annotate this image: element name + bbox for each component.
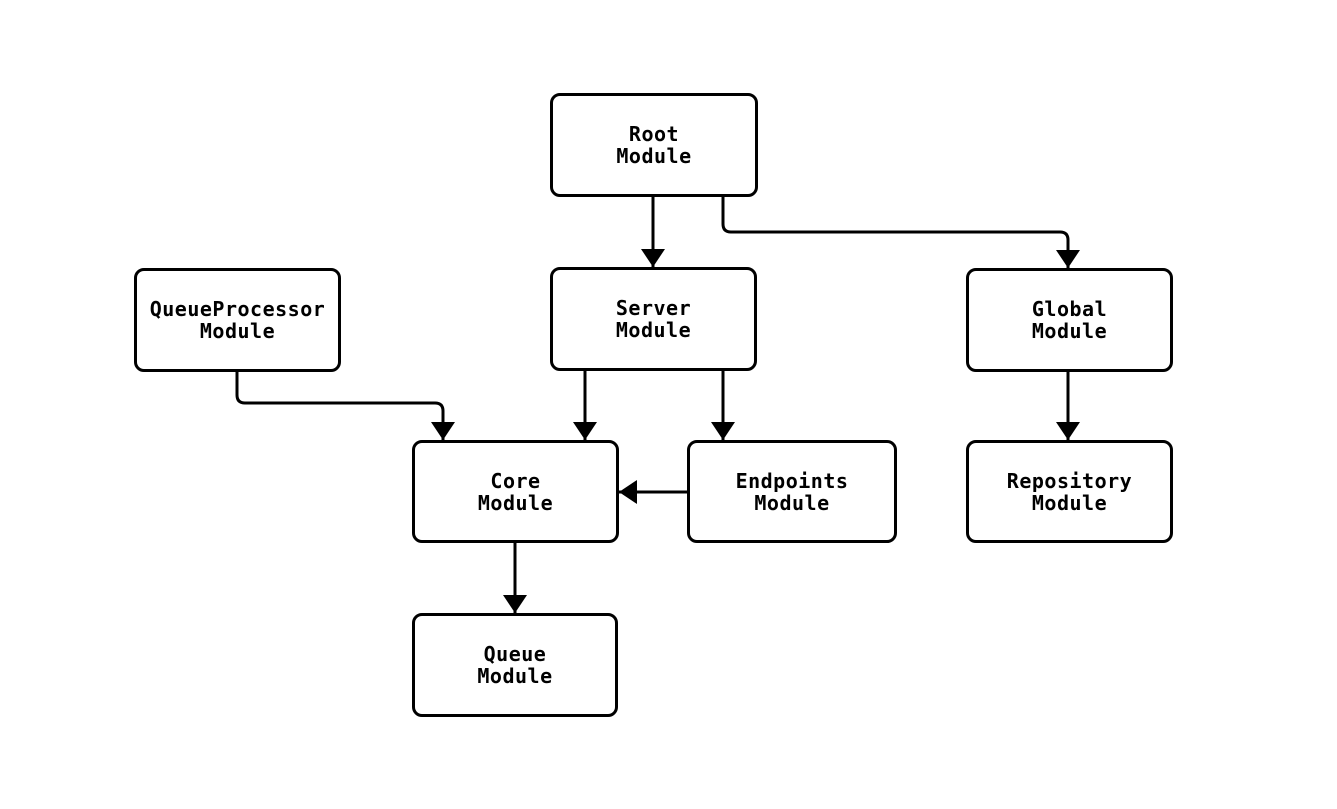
node-queue-module: Queue Module (412, 613, 618, 717)
node-root-module-label: Root Module (616, 122, 692, 168)
node-global-module: Global Module (966, 268, 1173, 372)
edge-root-module-to-global-module (721, 197, 1080, 268)
node-repository-module: Repository Module (966, 440, 1173, 543)
edge-queueprocessor-module-to-core-module (235, 372, 455, 440)
node-queueprocessor-module-label: QueueProcessor Module (149, 297, 326, 343)
node-repository-module-label: Repository Module (1006, 468, 1133, 515)
node-core-module: Core Module (412, 440, 619, 543)
node-server-module: Server Module (550, 267, 757, 371)
node-server-module-label: Server Module (615, 296, 692, 342)
node-queue-module-label: Queue Module (477, 642, 553, 688)
node-core-module-label: Core Module (477, 468, 554, 515)
node-root-module: Root Module (550, 93, 758, 197)
node-endpoints-module: Endpoints Module (687, 440, 897, 543)
node-endpoints-module-label: Endpoints Module (735, 468, 849, 515)
node-global-module-label: Global Module (1031, 297, 1108, 343)
node-queueprocessor-module: QueueProcessor Module (134, 268, 341, 372)
